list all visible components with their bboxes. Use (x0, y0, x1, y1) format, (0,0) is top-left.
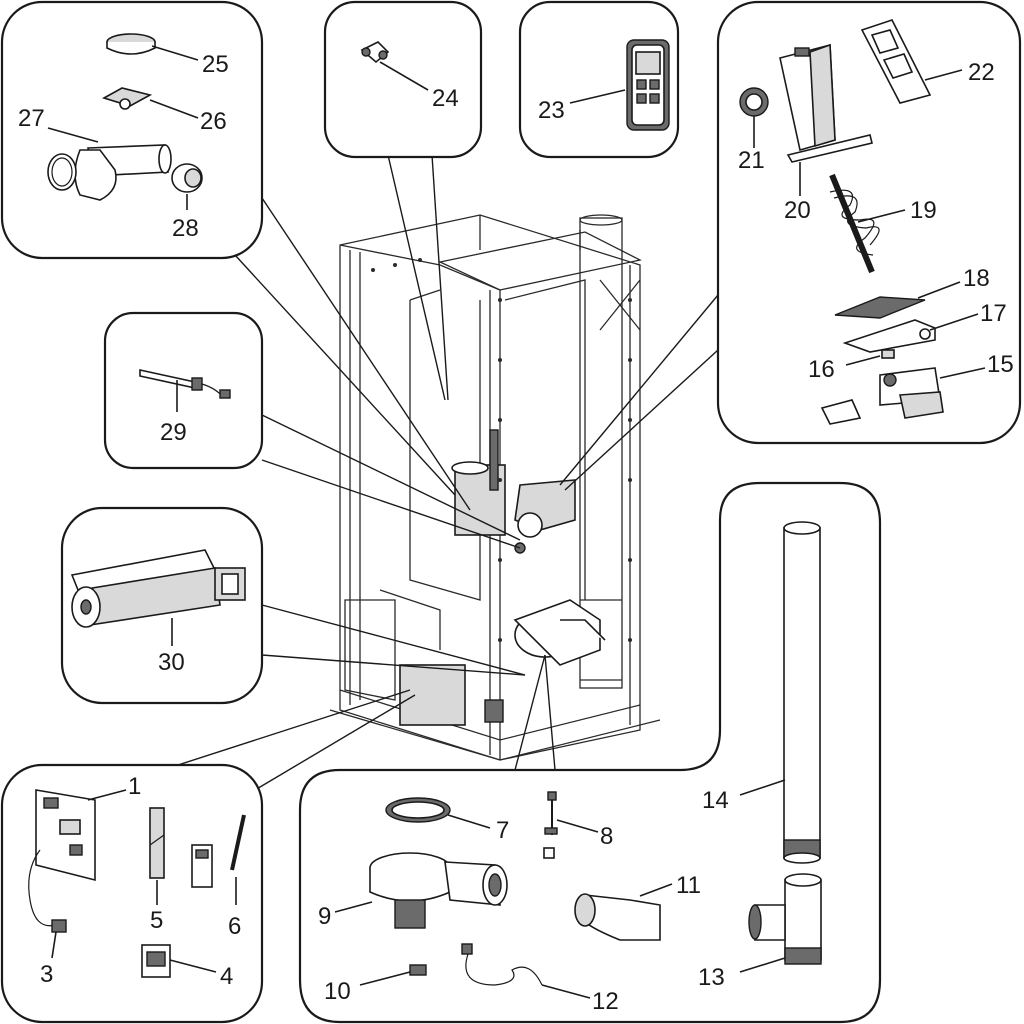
label-17: 17 (980, 300, 1007, 327)
part-8-sensor-icon (543, 791, 558, 859)
box-auger-assembly: 22 21 20 19 18 17 16 15 (716, 0, 1022, 445)
part-4-power-socket-icon (141, 944, 171, 978)
box-hinge-clip: 24 (323, 0, 483, 159)
part-6-wifi-module-icon (191, 814, 246, 888)
label-23: 23 (538, 97, 565, 124)
label-9: 9 (318, 903, 331, 930)
label-20: 20 (784, 197, 811, 224)
frame-leader-lines (177, 154, 719, 791)
label-18: 18 (963, 265, 990, 292)
part-29-igniter-icon (139, 369, 231, 399)
label-6: 6 (228, 913, 241, 940)
part-22-bracket-icon (860, 19, 932, 104)
box-convection-fan: 30 (60, 506, 264, 705)
part-27-pipe-icon (47, 144, 172, 201)
label-19: 19 (910, 197, 937, 224)
part-11-elbow-pipe-icon (574, 893, 661, 941)
label-26: 26 (200, 108, 227, 135)
box-remote: 23 (518, 0, 680, 159)
part-28-end-cap-icon (171, 163, 203, 193)
label-15: 15 (987, 351, 1014, 378)
label-14: 14 (702, 787, 729, 814)
label-10: 10 (324, 978, 351, 1005)
part-15-gear-motor-icon (820, 367, 944, 425)
part-18-gasket-plate-icon (834, 296, 926, 319)
part-10-connector-icon (409, 964, 427, 976)
label-13: 13 (698, 964, 725, 991)
label-4: 4 (220, 963, 233, 990)
label-30: 30 (158, 649, 185, 676)
label-16: 16 (808, 356, 835, 383)
part-20-chute-icon (779, 43, 873, 163)
label-22: 22 (968, 59, 995, 86)
part-24-clip-icon (360, 41, 390, 64)
box-exhaust-parts: 25 26 27 28 (0, 0, 264, 260)
part-21-gasket-icon (739, 87, 769, 117)
label-8: 8 (600, 823, 613, 850)
part-14-flue-pipe-icon (783, 521, 821, 864)
label-27: 27 (18, 105, 45, 132)
part-16-spacer-icon (881, 349, 895, 359)
box-igniter: 29 (103, 311, 264, 470)
part-17-mount-plate-icon (842, 319, 936, 353)
label-12: 12 (592, 988, 619, 1015)
label-25: 25 (202, 51, 229, 78)
label-11: 11 (676, 872, 701, 899)
label-1: 1 (128, 773, 141, 800)
box-electronics: 1 3 4 5 6 (0, 763, 264, 1024)
label-28: 28 (172, 215, 199, 242)
part-5-ribbon-cable-icon (149, 807, 165, 879)
part-9-exhaust-fan-icon (369, 852, 508, 929)
label-21: 21 (738, 147, 765, 174)
label-24: 24 (432, 85, 459, 112)
part-23-remote-icon (626, 39, 670, 131)
part-19-auger-screw-icon (829, 173, 880, 274)
part-1-control-board-icon (28, 789, 96, 933)
part-13-tee-pipe-icon (748, 873, 822, 965)
part-7-fan-gasket-icon (385, 797, 451, 823)
label-29: 29 (160, 419, 187, 446)
label-3: 3 (40, 961, 53, 988)
box-exhaust-fan-and-pipes: 7 8 9 10 11 12 13 14 (298, 481, 882, 1024)
stove-frame (329, 214, 661, 761)
label-7: 7 (496, 817, 509, 844)
label-5: 5 (150, 907, 163, 934)
part-30-tangential-fan-icon (70, 549, 246, 628)
part-12-cable-icon (461, 943, 543, 986)
